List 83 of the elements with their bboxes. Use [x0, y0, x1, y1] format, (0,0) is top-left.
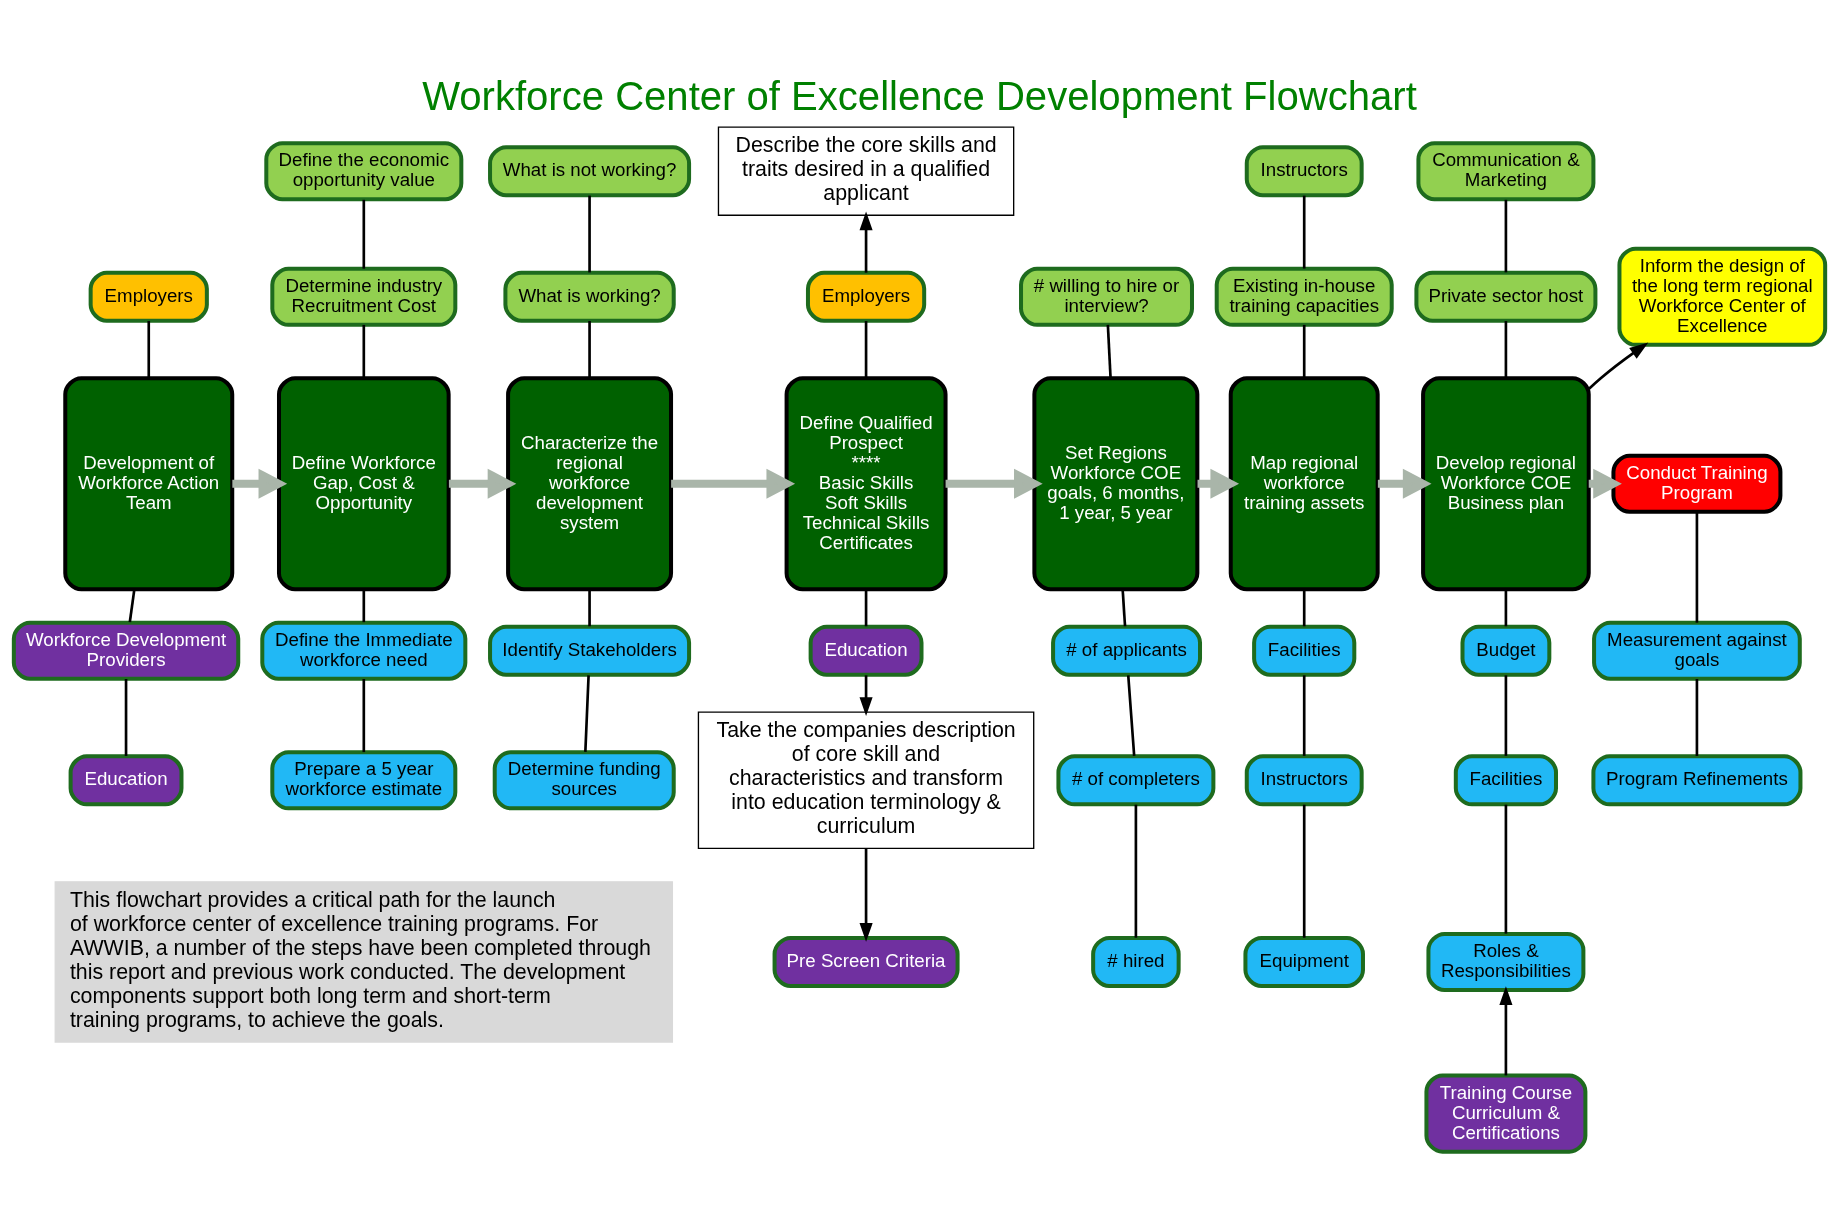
connector: [1504, 321, 1508, 378]
node-box: Workforce Development Providers: [11, 620, 241, 681]
connector: [362, 589, 366, 623]
label: This flowchart provides a critical path for the launch of workforce center of excellence training programs. For AWWIB, a number of the steps have been completed through this report and previous work conducted. The development components support both long term and short-term training programs, to achieve the goals.: [69, 887, 651, 1033]
node-box: Conduct Training Program: [1611, 453, 1783, 514]
node-box: Define the Immediate workforce need: [260, 620, 468, 681]
node-box: Facilities: [1252, 624, 1357, 677]
node-box: Budget: [1460, 624, 1552, 677]
connector: [1302, 675, 1306, 756]
node-box: Describe the core skills and traits desired in a qualified applicant: [717, 126, 1015, 216]
connector: [588, 195, 591, 273]
arrow: [232, 468, 288, 499]
arrow: [1588, 342, 1649, 390]
node-box: Characterize the regional workforce development system: [506, 376, 674, 592]
connector: [1302, 324, 1306, 378]
connector: [362, 679, 366, 753]
node-box: Communication & Marketing: [1416, 141, 1596, 202]
node-box: Define Qualified Prospect **** Basic Skills Soft Skills Technical Skills Certificates: [784, 376, 948, 592]
connector: [588, 589, 591, 627]
node-box: Take the companies description of core skill and characteristics and transform into education terminology & curriculum: [697, 711, 1035, 850]
arrow: [859, 848, 873, 942]
node-box: # willing to hire or interview?: [1019, 266, 1194, 327]
node-box: # hired: [1091, 935, 1181, 989]
node-box: Pre Screen Criteria: [772, 935, 960, 989]
connector: [1695, 511, 1699, 623]
node-box: What is not working?: [488, 145, 692, 198]
node-box: Equipment: [1243, 935, 1365, 989]
node-box: # of applicants: [1051, 624, 1202, 677]
node-box: Program Refinements: [1591, 754, 1803, 807]
node-box: Identify Stakeholders: [488, 624, 692, 677]
node-box: Map regional workforce training assets: [1228, 376, 1380, 592]
connector: [864, 589, 868, 627]
node-box: Training Course Curriculum & Certifications: [1424, 1073, 1588, 1154]
connector: [1504, 589, 1508, 627]
connector: [1504, 804, 1508, 934]
node-box: Set Regions Workforce COE goals, 6 months, 1 year, 5 year: [1032, 376, 1200, 592]
node-box: Determine funding sources: [492, 750, 676, 811]
connector: [1302, 589, 1306, 627]
node-box: Education: [68, 754, 184, 807]
connector: [1504, 199, 1508, 273]
diagram-title: Workforce Center of Excellence Development Flowchart: [422, 73, 1417, 118]
arrow: [448, 468, 517, 499]
node-box: Employers: [88, 270, 209, 323]
connector: [362, 199, 366, 269]
node-box: Inform the design of the long term regional Workforce Center of Excellence: [1617, 246, 1828, 347]
node-box: Develop regional Workforce COE Business plan: [1421, 376, 1591, 592]
connector: [1106, 324, 1112, 379]
node-box: Existing in-house training capacities: [1214, 266, 1394, 327]
connector: [588, 321, 591, 378]
arrow: [945, 468, 1043, 499]
arrow: [1499, 986, 1513, 1076]
node-box: Define the economic opportunity value: [264, 141, 464, 202]
node-box: Private sector host: [1414, 270, 1598, 323]
node-box: What is working?: [503, 270, 676, 323]
connector: [584, 675, 590, 752]
node-box: Facilities: [1453, 754, 1558, 807]
connector: [124, 679, 128, 756]
node-box: Education: [808, 624, 924, 677]
node-box: Define Workforce Gap, Cost & Opportunity: [277, 376, 451, 592]
node-box: Determine industry Recruitment Cost: [270, 266, 458, 327]
connector: [1302, 804, 1306, 938]
connector: [1695, 679, 1699, 756]
connector: [362, 324, 366, 378]
node-box: Measurement against goals: [1592, 620, 1802, 681]
node-box: Instructors: [1244, 754, 1364, 807]
connector: [1126, 675, 1136, 756]
node-box: Prepare a 5 year workforce estimate: [270, 750, 458, 811]
connector: [128, 589, 136, 623]
connector: [1121, 589, 1127, 627]
connector: [1504, 675, 1508, 756]
node-box: Development of Workforce Action Team: [63, 376, 235, 592]
arrow: [859, 211, 873, 273]
connector: [1134, 804, 1138, 938]
connector: [1302, 195, 1306, 269]
arrow: [671, 468, 796, 499]
connector: [864, 321, 868, 378]
node-box: Instructors: [1244, 145, 1364, 198]
connector: [147, 321, 151, 378]
arrow: [1377, 468, 1432, 499]
node-box: # of completers: [1056, 754, 1216, 807]
node-box: Employers: [805, 270, 927, 323]
node-box: Roles & Responsibilities: [1426, 931, 1586, 993]
arrow: [859, 675, 873, 716]
